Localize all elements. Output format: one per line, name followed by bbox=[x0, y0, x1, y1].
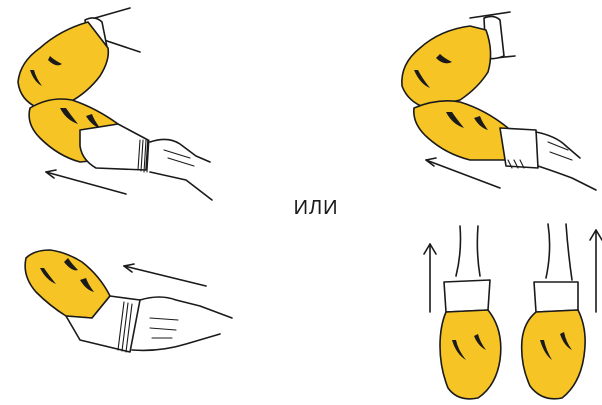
arrow-left-bottom bbox=[124, 266, 206, 286]
separator-or-label: ИЛИ bbox=[276, 197, 356, 220]
arrow-left-top-right bbox=[426, 160, 500, 188]
panel-bottom-left bbox=[25, 250, 232, 352]
glove-upper bbox=[18, 22, 108, 108]
bare-hand bbox=[150, 139, 212, 200]
inverted-cuff bbox=[80, 124, 148, 170]
arrow-left bbox=[46, 172, 126, 194]
panel-bottom-right bbox=[424, 224, 602, 399]
panel-top-right bbox=[402, 12, 596, 190]
panel-top-left bbox=[18, 8, 212, 200]
